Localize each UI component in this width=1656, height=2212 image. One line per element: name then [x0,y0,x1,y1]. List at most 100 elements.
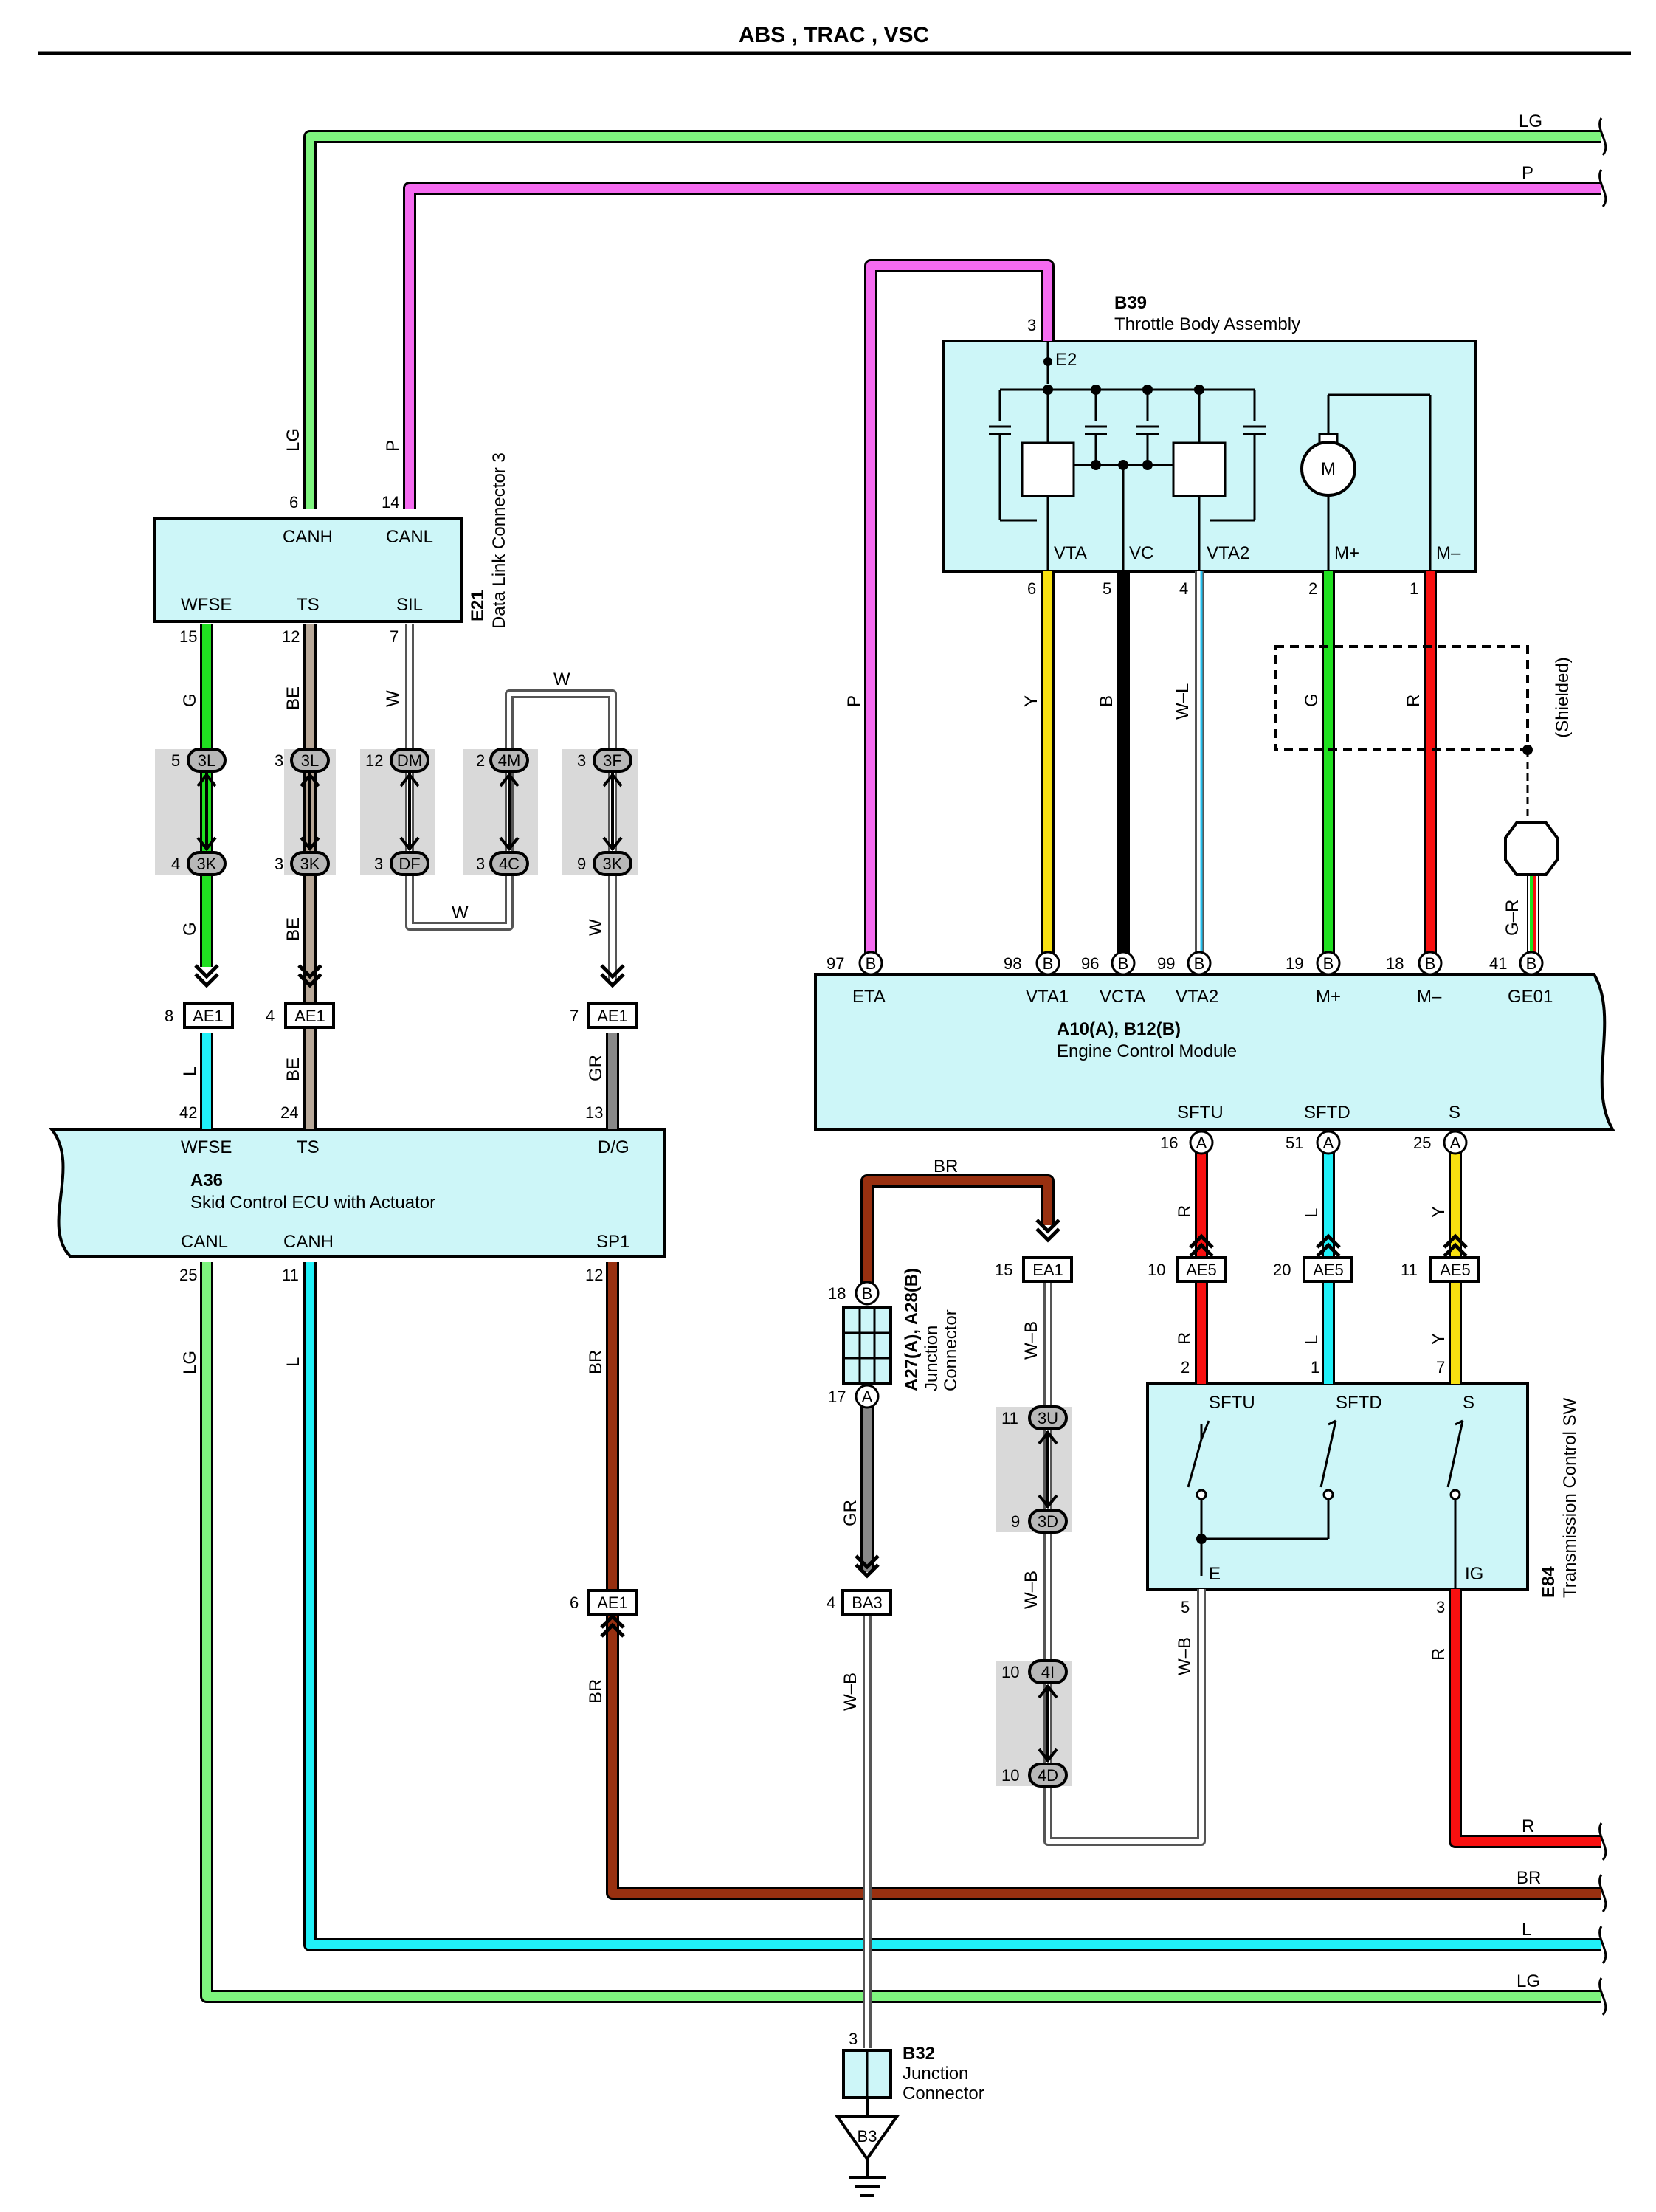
svg-text:P: P [844,695,864,707]
ecm-term-s: S [1449,1103,1460,1123]
b32-code: B32 [903,2044,935,2064]
wire-lg-can [200,130,1601,2003]
svg-text:DM: DM [397,751,422,770]
e21-name: Data Link Connector 3 [489,452,509,629]
svg-text:3F: 3F [603,751,622,770]
svg-text:AE1: AE1 [597,1007,628,1025]
svg-text:15: 15 [995,1261,1012,1279]
ground-icon [835,2115,900,2197]
svg-text:BR: BR [934,1157,958,1176]
svg-text:B: B [1526,954,1537,973]
svg-text:BR: BR [1517,1868,1541,1888]
trans-sw-junction [1196,1534,1207,1544]
b32-name2: Connector [903,2084,984,2104]
conn-3u-3d: 3U 3D [1028,1405,1068,1534]
motor-icon [1300,441,1356,497]
svg-text:AE1: AE1 [597,1593,628,1612]
conn-dm-df: DM DF [390,748,429,876]
svg-text:3D: 3D [1038,1512,1058,1531]
svg-text:2: 2 [1308,579,1317,598]
tag-ea1-15: EA1 [1022,1219,1073,1283]
svg-text:5: 5 [1181,1598,1190,1616]
svg-text:9: 9 [1011,1512,1020,1531]
svg-text:B: B [1323,954,1334,973]
svg-text:3K: 3K [300,855,320,873]
svg-text:3K: 3K [603,855,623,873]
svg-text:20: 20 [1273,1261,1291,1279]
svg-text:B: B [862,1284,873,1303]
svg-text:EA1: EA1 [1032,1261,1063,1279]
svg-text:3L: 3L [301,751,319,770]
e21-term-sil: SIL [396,595,423,615]
ecm-box [814,973,1615,1131]
svg-text:6: 6 [289,493,298,511]
b39-term-e2: E2 [1055,350,1077,370]
svg-text:G–R: G–R [1503,900,1522,936]
svg-text:A: A [1323,1134,1334,1152]
svg-text:7: 7 [570,1007,579,1025]
svg-text:BR: BR [586,1350,606,1374]
svg-text:19: 19 [1286,954,1303,973]
svg-text:AE5: AE5 [1186,1261,1217,1279]
inline-connectors: 3L 3K 3L 3K DM DF 4M 4C [187,748,1068,1788]
svg-text:BE: BE [283,686,303,710]
b39-term-vta2: VTA2 [1207,543,1249,563]
svg-text:12: 12 [282,627,300,646]
wire-p [403,182,1601,959]
svg-text:BA3: BA3 [852,1593,883,1612]
wire-w-l [1195,571,1204,959]
svg-text:2: 2 [1181,1358,1190,1377]
ecm-term-ge01: GE01 [1508,987,1553,1007]
svg-text:LG: LG [1517,1971,1540,1991]
svg-text:AE5: AE5 [1313,1261,1344,1279]
svg-text:R: R [1522,1816,1534,1836]
shield-ground-octagon [1504,821,1559,876]
svg-text:P: P [1522,163,1533,183]
svg-text:A: A [1450,1134,1461,1152]
svg-text:17: 17 [828,1388,846,1406]
svg-text:99: 99 [1157,954,1175,973]
svg-text:10: 10 [1001,1766,1019,1785]
a36-term-sp1: SP1 [596,1232,629,1252]
svg-text:15: 15 [179,627,197,646]
svg-text:12: 12 [585,1266,603,1284]
svg-text:96: 96 [1081,954,1099,973]
svg-text:B: B [866,954,877,973]
svg-text:BE: BE [283,917,303,941]
ecm-term-vta1: VTA1 [1026,987,1069,1007]
svg-text:4: 4 [171,855,180,873]
b32-name1: Junction [903,2064,968,2084]
b39-term-vta: VTA [1054,543,1087,563]
svg-text:B: B [1425,954,1436,973]
svg-text:W–B: W–B [1021,1321,1041,1360]
e21-term-wfse: WFSE [181,595,232,615]
svg-text:R: R [1175,1332,1195,1345]
diagram-title: ABS , TRAC , VSC [739,23,929,47]
e21-term-canl: CANL [386,527,433,547]
svg-text:12: 12 [365,751,383,770]
svg-text:BR: BR [586,1679,606,1703]
e21-term-canh: CANH [283,527,333,547]
conn-3l-g: 3L 3K [187,748,227,876]
svg-text:3L: 3L [198,751,215,770]
wire-l-can [303,1262,1601,1951]
ecm-term-sftd: SFTD [1304,1103,1350,1123]
tag-ae5-11: AE5 [1429,1233,1480,1283]
svg-text:3U: 3U [1038,1409,1058,1427]
svg-text:8: 8 [165,1007,173,1025]
pin-circles: B B B B B B B A A A B A [855,951,1544,1409]
svg-text:3: 3 [1027,316,1036,334]
svg-text:5: 5 [171,751,180,770]
svg-text:98: 98 [1004,954,1021,973]
conn-3l-be: 3L 3K [290,748,330,876]
svg-text:Y: Y [1429,1206,1449,1218]
svg-text:18: 18 [828,1284,846,1303]
junction-connector-a27 [842,1306,892,1385]
svg-text:W–B: W–B [1175,1637,1195,1675]
svg-text:4I: 4I [1041,1663,1055,1681]
wire-br [606,1174,1601,1900]
svg-text:B: B [1194,954,1205,973]
svg-text:24: 24 [280,1103,298,1122]
a36-term-wfse: WFSE [181,1137,232,1157]
wire-r [1195,571,1601,1848]
